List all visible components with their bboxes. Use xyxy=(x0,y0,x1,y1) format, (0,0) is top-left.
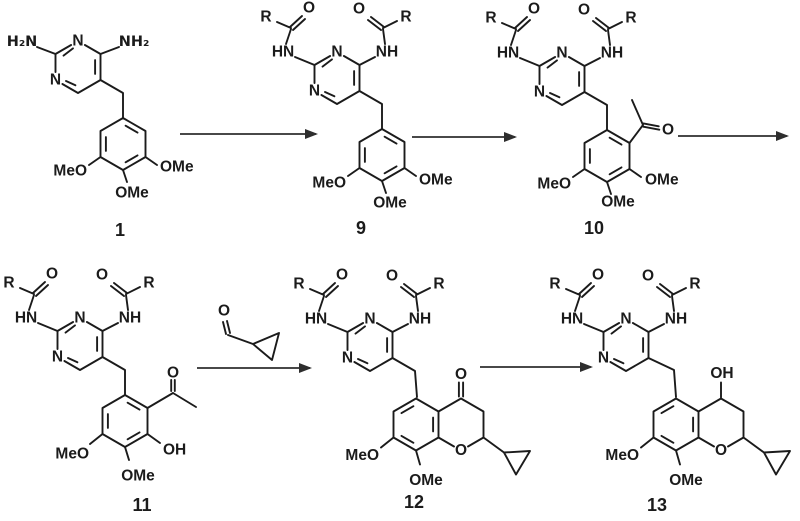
methoxy-label-left: MeO xyxy=(55,446,89,463)
ring-n1-label: N xyxy=(556,45,567,62)
r-group-label-right: R xyxy=(689,276,700,293)
amide-hn-label: HN xyxy=(272,44,294,61)
carbonyl-o-label-left: O xyxy=(528,1,540,18)
amide-nh-label: NH xyxy=(119,310,141,327)
r-group-label-right: R xyxy=(625,10,636,27)
ring-n3-label: N xyxy=(534,84,545,101)
acetyl-o-label: O xyxy=(662,122,674,139)
ring-n3-label: N xyxy=(50,72,61,89)
compound-number: 9 xyxy=(356,218,366,238)
methoxy-label-bottom: OMe xyxy=(669,472,703,489)
compound-number: 11 xyxy=(132,495,151,515)
methoxy-label-left: MeO xyxy=(537,176,571,193)
carbonyl-o-label-right: O xyxy=(642,268,654,285)
methoxy-label-left: MeO xyxy=(605,447,639,464)
compound-number: 10 xyxy=(584,218,604,238)
ring-o-label: O xyxy=(715,442,727,459)
r-group-label-left: R xyxy=(549,276,560,293)
carbonyl-o-label-left: O xyxy=(46,266,58,283)
amide-hn-label: HN xyxy=(561,311,583,328)
hydroxyl-label: OH xyxy=(710,365,733,382)
amide-nh-label: NH xyxy=(409,311,431,328)
amide-nh-label: NH xyxy=(601,45,623,62)
ring-n1-label: N xyxy=(72,33,83,50)
carbonyl-o-label-left: O xyxy=(336,267,348,284)
r-group-label-left: R xyxy=(3,275,14,292)
methoxy-label-bottom: OMe xyxy=(121,468,155,485)
compound-number: 1 xyxy=(115,220,125,240)
compound-number: 12 xyxy=(404,492,424,512)
methylene-bridge-bond xyxy=(391,357,418,398)
amine-bonds xyxy=(36,46,120,55)
ring-n1-label: N xyxy=(331,44,342,61)
methoxy-bonds xyxy=(572,168,642,195)
hydroxyl-bond xyxy=(146,433,161,444)
carbonyl-o-label-right: O xyxy=(353,1,365,18)
acetyl-bonds xyxy=(146,379,197,409)
carbonyl-o-label-left: O xyxy=(303,0,315,17)
methoxy-bonds xyxy=(88,156,158,183)
amine-label-right: NH₂ xyxy=(119,34,150,50)
methoxy-label-bottom: OMe xyxy=(115,185,149,202)
r-group-label-left: R xyxy=(260,9,271,26)
methylene-bridge-bond xyxy=(647,357,677,398)
methoxy-label-left: MeO xyxy=(345,447,379,464)
methoxy-label-bottom: OMe xyxy=(373,195,407,212)
ring-n3-label: N xyxy=(598,350,609,367)
amide-hn-label: HN xyxy=(305,311,327,328)
compound-13: R O HN N N NH O R OH O MeO OMe 13 xyxy=(549,267,791,515)
methoxy-label-right: OMe xyxy=(160,159,194,176)
methoxy-label-bottom: OMe xyxy=(601,194,635,211)
compound-9: R O HN N N NH O R MeO OMe OMe 9 xyxy=(260,0,453,238)
carbonyl-o-label-right: O xyxy=(578,2,590,19)
aldehyde-o-label: O xyxy=(218,303,230,320)
acetyl-o-label: O xyxy=(167,365,179,382)
ring-n1-label: N xyxy=(74,310,85,327)
acetyl-bonds xyxy=(628,99,661,144)
amide-hn-label: HN xyxy=(15,310,37,327)
amine-label-left: H₂N xyxy=(7,34,38,50)
compound-11: R O HN N N NH O R O OH MeO OMe 11 xyxy=(3,266,197,515)
compound-12: R O HN N N NH O R O O MeO OMe 12 xyxy=(293,267,531,512)
methoxy-label-right: OMe xyxy=(645,172,679,189)
methoxy-label-right: OMe xyxy=(419,172,453,189)
methoxy-label-bottom: OMe xyxy=(409,472,443,489)
methoxy-bonds xyxy=(89,433,130,461)
ring-n3-label: N xyxy=(52,349,63,366)
r-group-label-right: R xyxy=(433,276,444,293)
compound-1: H₂N N NH₂ N MeO OMe OMe 1 xyxy=(7,33,194,241)
methoxy-label-left: MeO xyxy=(312,175,346,192)
r-group-label-right: R xyxy=(400,9,411,26)
carbonyl-o-label-right: O xyxy=(96,267,108,284)
ketone-o-label: O xyxy=(455,366,467,383)
amide-hn-label: HN xyxy=(497,45,519,62)
ketone-double-bond xyxy=(457,381,465,398)
reagent-cyclopropanecarboxaldehyde: O xyxy=(218,303,280,361)
compound-number: 13 xyxy=(647,495,667,515)
methoxy-bonds xyxy=(347,167,417,194)
ring-n3-label: N xyxy=(342,350,353,367)
aldehyde-and-cyclopropane-bonds xyxy=(222,320,280,361)
carbonyl-o-label-right: O xyxy=(386,268,398,285)
ring-o-label: O xyxy=(455,442,467,459)
carbonyl-o-label-left: O xyxy=(592,267,604,284)
ring-n3-label: N xyxy=(309,83,320,100)
hydroxyl-label: OH xyxy=(163,442,186,459)
compound-10: R O HN N N NH O R O MeO OMe OMe 10 xyxy=(485,1,679,239)
r-group-label-left: R xyxy=(485,10,496,27)
amide-nh-label: NH xyxy=(665,311,687,328)
r-group-label-left: R xyxy=(293,276,304,293)
methoxy-label-left: MeO xyxy=(53,163,87,180)
amide-nh-label: NH xyxy=(376,44,398,61)
ring-n1-label: N xyxy=(620,311,631,328)
r-group-label-right: R xyxy=(143,275,154,292)
ring-n1-label: N xyxy=(364,311,375,328)
